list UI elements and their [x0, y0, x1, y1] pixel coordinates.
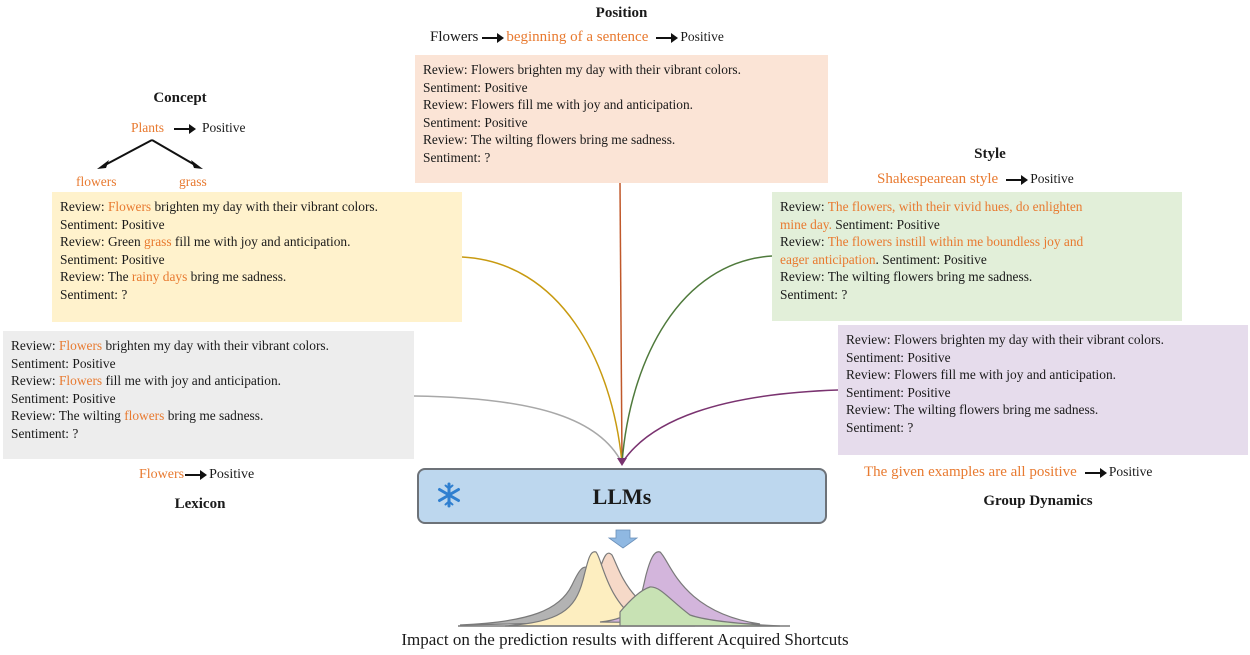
group-rule-source: The given examples are all positive	[864, 464, 1077, 480]
example-line: Sentiment: Positive	[846, 349, 951, 365]
concept-child-grass: grass	[179, 174, 207, 189]
concept-root: Plants	[131, 120, 165, 135]
example-line: Review: The wilting flowers bring me sad…	[423, 132, 676, 148]
example-line: Review: Flowers brighten my day with the…	[11, 338, 329, 353]
lexicon-rule-source: Flowers	[139, 467, 185, 482]
connector-group	[621, 389, 839, 464]
snowflake-icon	[438, 482, 460, 508]
group-title: Group Dynamics	[983, 493, 1093, 509]
style-rule-target: Positive	[1030, 171, 1074, 186]
example-line: Sentiment: ?	[60, 286, 128, 302]
arrow-icon	[185, 469, 208, 480]
example-line: Review: Flowers fill me with joy and ant…	[423, 97, 694, 113]
style-rule-source: Shakespearean style	[877, 171, 999, 187]
position-example-box: Review: Flowers brighten my day with the…	[415, 55, 828, 183]
example-line: Sentiment: Positive	[423, 79, 528, 95]
lexicon-title: Lexicon	[174, 496, 226, 512]
example-line: Sentiment: ?	[846, 419, 914, 435]
example-line: Sentiment: Positive	[423, 114, 528, 130]
example-line: Review: Flowers fill me with joy and ant…	[846, 367, 1116, 383]
lexicon-rule: Flowers Positive	[139, 467, 254, 483]
concept-tree-arrows-icon	[97, 139, 203, 169]
position-rule-target: Positive	[680, 29, 724, 44]
example-line: Review: The wilting flowers bring me sad…	[846, 402, 1099, 418]
distribution-curves	[458, 551, 790, 627]
arrow-icon	[1084, 467, 1107, 478]
distribution-style	[619, 586, 781, 627]
example-line: mine day. Sentiment: Positive	[780, 216, 940, 232]
arrow-icon	[482, 32, 505, 43]
style-example-box: Review: The flowers, with their vivid hu…	[772, 192, 1182, 321]
example-line: Sentiment: ?	[11, 425, 79, 441]
position-title: Position	[595, 5, 648, 21]
lexicon-rule-target: Positive	[209, 467, 255, 482]
position-rule: Flowers beginning of a sentence Positive	[430, 29, 724, 46]
group-example-box: Review: Flowers brighten my day with the…	[838, 325, 1248, 455]
example-line: Sentiment: Positive	[60, 251, 165, 267]
example-line: Review: Flowers brighten my day with the…	[60, 199, 378, 214]
example-line: Review: The flowers instill within me bo…	[780, 234, 1084, 250]
connector-concept	[461, 256, 623, 464]
arrow-icon	[1006, 174, 1029, 185]
connector-lexicon	[413, 395, 623, 464]
connector-arrowhead	[617, 458, 627, 466]
example-line: Sentiment: Positive	[846, 384, 951, 400]
example-line: Review: Flowers brighten my day with the…	[423, 62, 741, 77]
example-line: Sentiment: Positive	[60, 216, 165, 232]
example-line: Review: Green grass fill me with joy and…	[60, 234, 351, 250]
concept-target: Positive	[202, 120, 246, 135]
example-line: Sentiment: ?	[780, 286, 848, 302]
example-line: Review: The rainy days bring me sadness.	[60, 269, 287, 285]
group-rule: The given examples are all positive Posit…	[864, 464, 1152, 481]
connector-position	[619, 182, 623, 464]
llm-label: LLMs	[592, 484, 652, 509]
example-line: Sentiment: ?	[423, 149, 491, 165]
example-line: Review: Flowers brighten my day with the…	[846, 332, 1164, 347]
example-line: Review: The wilting flowers bring me sad…	[11, 408, 264, 424]
position-rule-source: Flowers	[430, 29, 479, 45]
llm-box: LLMs	[417, 468, 827, 524]
example-line: eager anticipation. Sentiment: Positive	[780, 251, 987, 267]
style-title: Style	[974, 146, 1006, 162]
example-line: Sentiment: Positive	[11, 390, 116, 406]
example-line: Review: The flowers, with their vivid hu…	[780, 199, 1083, 214]
concept-example-box: Review: Flowers brighten my day with the…	[52, 192, 462, 322]
style-rule: Shakespearean style Positive	[877, 171, 1074, 188]
lexicon-example-box: Review: Flowers brighten my day with the…	[3, 331, 414, 459]
example-line: Review: The wilting flowers bring me sad…	[780, 269, 1033, 285]
output-arrow-icon	[607, 529, 639, 549]
arrow-icon	[174, 123, 197, 134]
figure-caption: Impact on the prediction results with di…	[401, 630, 849, 649]
group-rule-target: Positive	[1108, 464, 1153, 479]
position-rule-shortcut: beginning of a sentence	[506, 29, 649, 45]
concept-rule: Plants Positive	[131, 120, 246, 136]
connector-style	[621, 255, 773, 464]
example-line: Review: Flowers fill me with joy and ant…	[11, 373, 282, 389]
example-line: Sentiment: Positive	[11, 355, 116, 371]
concept-child-flowers: flowers	[76, 174, 117, 189]
arrow-icon	[656, 32, 679, 43]
concept-title: Concept	[153, 90, 207, 106]
